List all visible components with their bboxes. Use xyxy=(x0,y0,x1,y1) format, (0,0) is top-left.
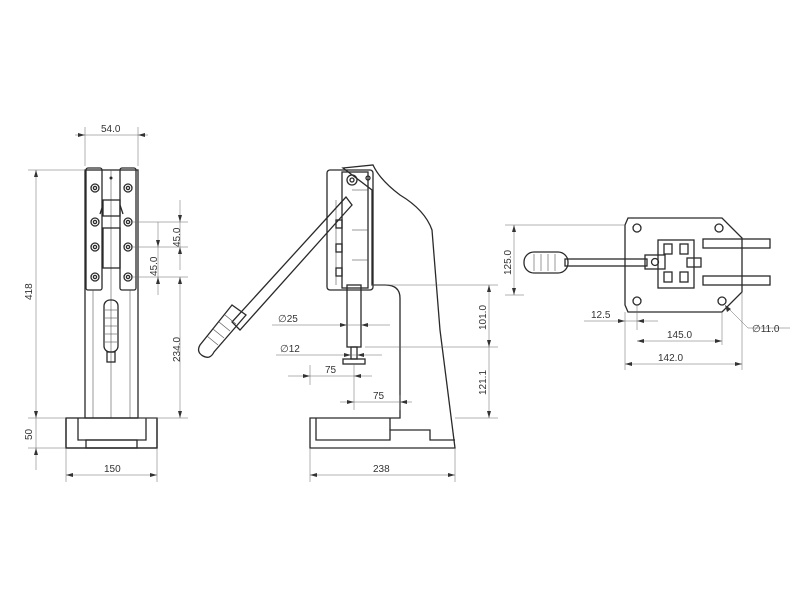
front-base xyxy=(65,417,158,449)
side-dim-ram-diameter: ∅25 xyxy=(278,314,298,325)
front-dim-pitch-upper: 45.0 xyxy=(172,227,183,247)
front-view: 54.0 418 50 45.0 45.0 234.0 xyxy=(24,124,188,482)
side-dim-throat-left: 75 xyxy=(325,365,337,376)
top-dim-hole-diameter: ∅11.0 xyxy=(752,324,780,335)
side-handle-grip xyxy=(197,304,247,358)
top-mounting-holes xyxy=(632,223,727,306)
side-view: ∅25 ∅12 75 75 101.0 121.1 xyxy=(197,164,498,482)
front-bolt-holes xyxy=(90,176,133,282)
front-dim-height-lower: 234.0 xyxy=(172,337,183,362)
top-dim-base-width: 142.0 xyxy=(658,353,683,364)
top-view: 125.0 12.5 145.0 142.0 ∅11.0 xyxy=(503,217,790,370)
front-dim-height-total: 418 xyxy=(24,283,35,300)
side-handle-bar xyxy=(231,195,353,331)
top-dim-hole-spacing: 145.0 xyxy=(667,330,692,341)
front-dim-base-width: 150 xyxy=(104,464,121,475)
front-dim-width-top: 54.0 xyxy=(101,124,121,135)
side-dim-tip-diameter: ∅12 xyxy=(280,344,300,355)
top-handle-grip xyxy=(523,251,569,274)
top-handle-bar xyxy=(564,258,648,267)
side-frame xyxy=(309,164,456,449)
side-dim-height-lower: 121.1 xyxy=(478,370,489,395)
top-dim-edge-offset: 12.5 xyxy=(591,310,611,321)
front-dim-pitch-lower: 45.0 xyxy=(149,256,160,276)
side-dim-throat-right: 75 xyxy=(373,391,385,402)
top-dim-handle-offset: 125.0 xyxy=(503,250,514,275)
side-dim-height-upper: 101.0 xyxy=(478,305,489,330)
front-dim-base-height: 50 xyxy=(24,428,35,440)
side-ram xyxy=(346,284,362,348)
side-dim-base-depth: 238 xyxy=(373,464,390,475)
